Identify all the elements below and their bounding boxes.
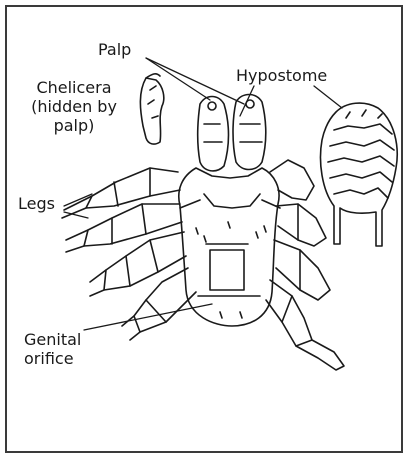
chelicera-drawing bbox=[140, 74, 163, 144]
label-chelicera-line2: (hidden by bbox=[20, 97, 128, 116]
label-chelicera-line3: palp) bbox=[20, 116, 128, 135]
label-hypostome: Hypostome bbox=[236, 66, 327, 85]
tick-body-drawing bbox=[179, 168, 280, 326]
label-genital-line2: orifice bbox=[24, 349, 81, 368]
label-genital-orifice: Genital orifice bbox=[24, 330, 81, 368]
genital-leader bbox=[84, 304, 212, 330]
left-legs-drawing bbox=[62, 168, 196, 340]
label-chelicera-line1: Chelicera bbox=[20, 78, 128, 97]
hypostome-drawing bbox=[321, 103, 398, 246]
palp-leader-2 bbox=[146, 58, 244, 104]
right-legs-drawing bbox=[266, 160, 344, 370]
label-legs: Legs bbox=[18, 194, 55, 213]
label-palp: Palp bbox=[98, 40, 131, 59]
palp-leader bbox=[146, 58, 210, 100]
palps-drawing bbox=[198, 95, 266, 171]
label-genital-line1: Genital bbox=[24, 330, 81, 349]
hypostome-leader bbox=[314, 86, 342, 108]
label-chelicera: Chelicera (hidden by palp) bbox=[20, 78, 128, 135]
